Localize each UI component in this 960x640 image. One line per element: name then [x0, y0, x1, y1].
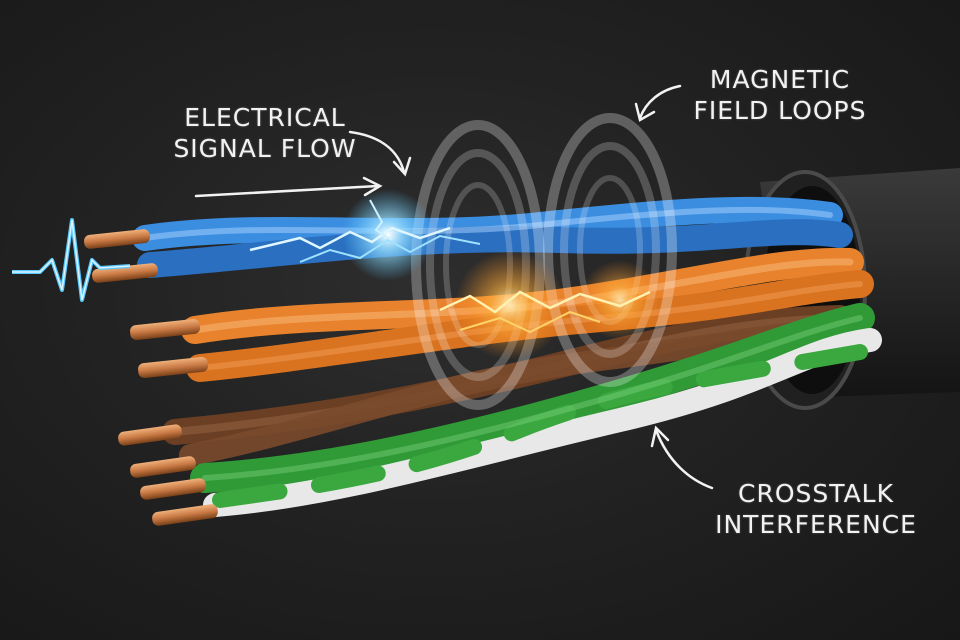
orange-pair: [181, 247, 874, 382]
green-pair: [190, 303, 882, 517]
label-line: SIGNAL FLOW: [173, 134, 357, 163]
label-line: CROSSTALK: [738, 479, 894, 508]
spark-icon: [439, 250, 660, 360]
copper-conductors: [84, 229, 218, 526]
crosstalk-interference-label: CROSSTALK INTERFERENCE: [696, 478, 936, 540]
blue-pair: [132, 196, 853, 278]
arrow-icon: [634, 84, 682, 122]
label-line: FIELD LOOPS: [693, 96, 867, 125]
spark-icon: [249, 189, 481, 281]
signal-pulse-icon: [12, 218, 131, 302]
arrow-icon: [194, 130, 412, 198]
label-line: INTERFERENCE: [715, 510, 917, 539]
label-line: MAGNETIC: [709, 65, 851, 94]
magnetic-field-loops-label: MAGNETIC FIELD LOOPS: [680, 64, 880, 126]
electrical-signal-flow-label: ELECTRICAL SIGNAL FLOW: [150, 102, 380, 164]
arrow-icon: [650, 425, 714, 490]
label-line: ELECTRICAL: [184, 103, 346, 132]
